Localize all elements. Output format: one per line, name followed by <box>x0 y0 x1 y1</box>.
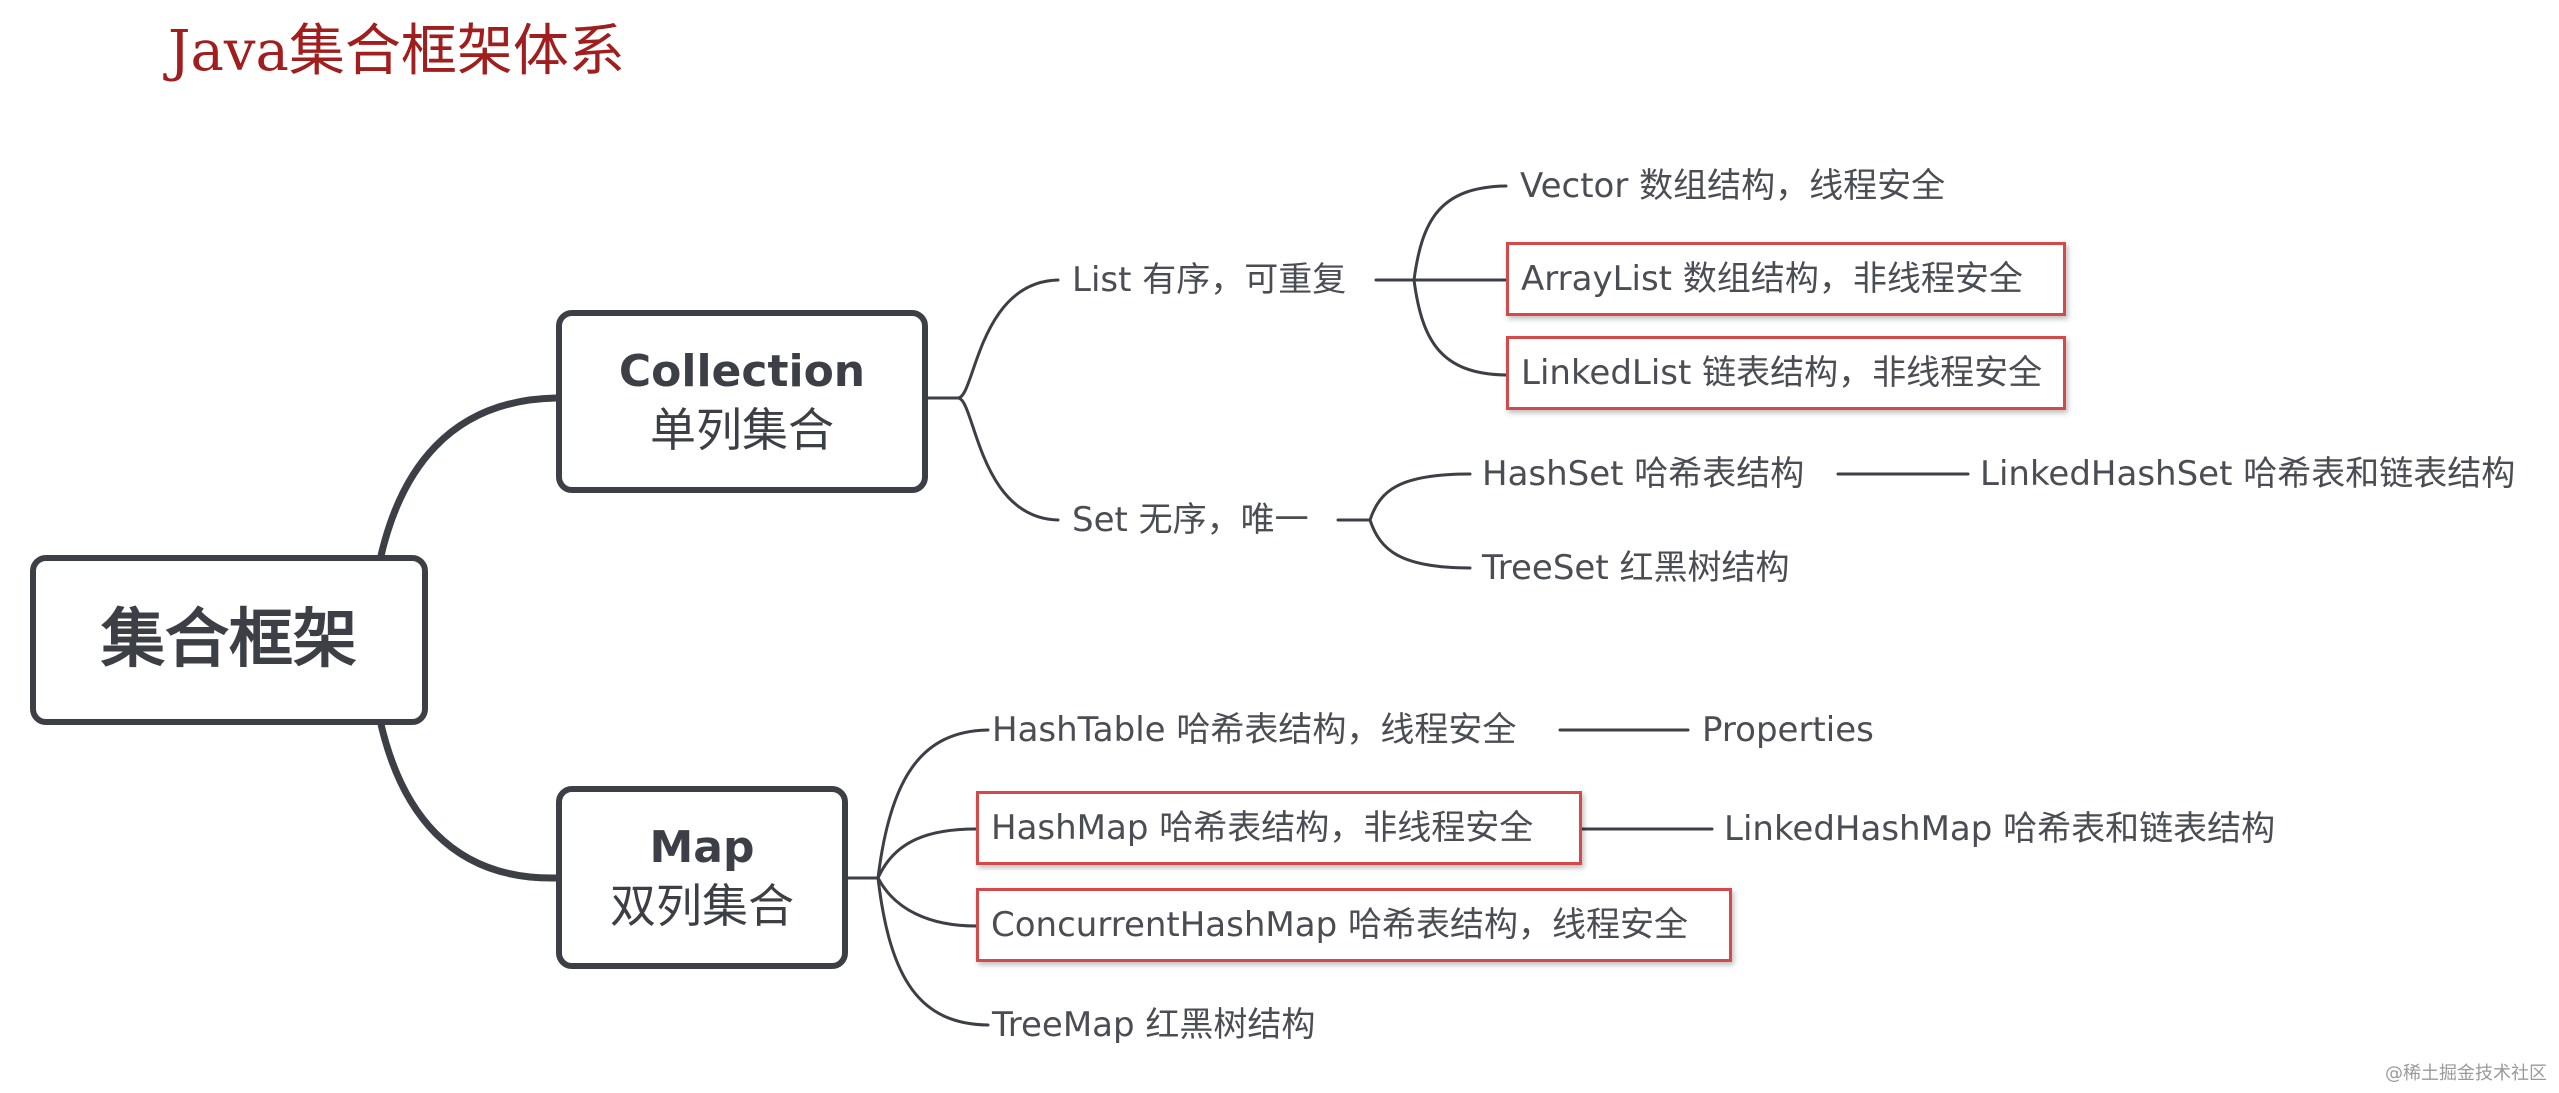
edge-collection-set <box>956 396 1060 522</box>
treeset-node: TreeSet 红黑树结构 <box>1482 548 1790 588</box>
map-desc: 双列集合 <box>610 878 794 933</box>
hashset-node: HashSet 哈希表结构 <box>1482 454 1805 494</box>
linkedhashset-node: LinkedHashSet 哈希表和链表结构 <box>1980 454 2516 494</box>
edge-collection-list <box>926 278 1060 400</box>
edge-root-map <box>376 716 560 882</box>
concurrenthashmap-node: ConcurrentHashMap 哈希表结构，线程安全 <box>976 888 1732 962</box>
treemap-node: TreeMap 红黑树结构 <box>992 1005 1316 1045</box>
linkedhashmap-node: LinkedHashMap 哈希表和链表结构 <box>1724 809 2276 849</box>
edge-set-treeset <box>1368 518 1472 570</box>
edge-map-hashmap <box>876 827 978 880</box>
edge-set-hashset <box>1368 472 1472 522</box>
collection-name: Collection <box>618 345 866 397</box>
edge-root-collection <box>376 394 560 564</box>
set-node: Set 无序，唯一 <box>1072 500 1309 540</box>
linkedlist-node: LinkedList 链表结构，非线程安全 <box>1506 336 2066 410</box>
collection-node: Collection 单列集合 <box>556 310 928 493</box>
arraylist-node: ArrayList 数组结构，非线程安全 <box>1506 242 2066 316</box>
edge-list-linkedlist <box>1412 278 1508 377</box>
vector-node: Vector 数组结构，线程安全 <box>1520 166 1946 206</box>
map-node: Map 双列集合 <box>556 786 848 969</box>
root-label: 集合框架 <box>101 603 357 677</box>
hashtable-node: HashTable 哈希表结构，线程安全 <box>992 710 1517 750</box>
edge-map-concurrenthashmap <box>876 876 978 928</box>
hashmap-node: HashMap 哈希表结构，非线程安全 <box>976 791 1582 865</box>
page-title: Java集合框架体系 <box>168 19 625 84</box>
list-node: List 有序，可重复 <box>1072 260 1347 300</box>
collection-desc: 单列集合 <box>650 402 834 457</box>
map-name: Map <box>649 821 755 873</box>
edge-map-treemap <box>876 876 990 1027</box>
watermark: @稀土掘金技术社区 <box>2385 1063 2547 1084</box>
edge-list-vector <box>1412 184 1508 282</box>
edge-map-hashtable <box>876 728 990 880</box>
root-node: 集合框架 <box>30 555 428 725</box>
properties-node: Properties <box>1702 710 1874 750</box>
